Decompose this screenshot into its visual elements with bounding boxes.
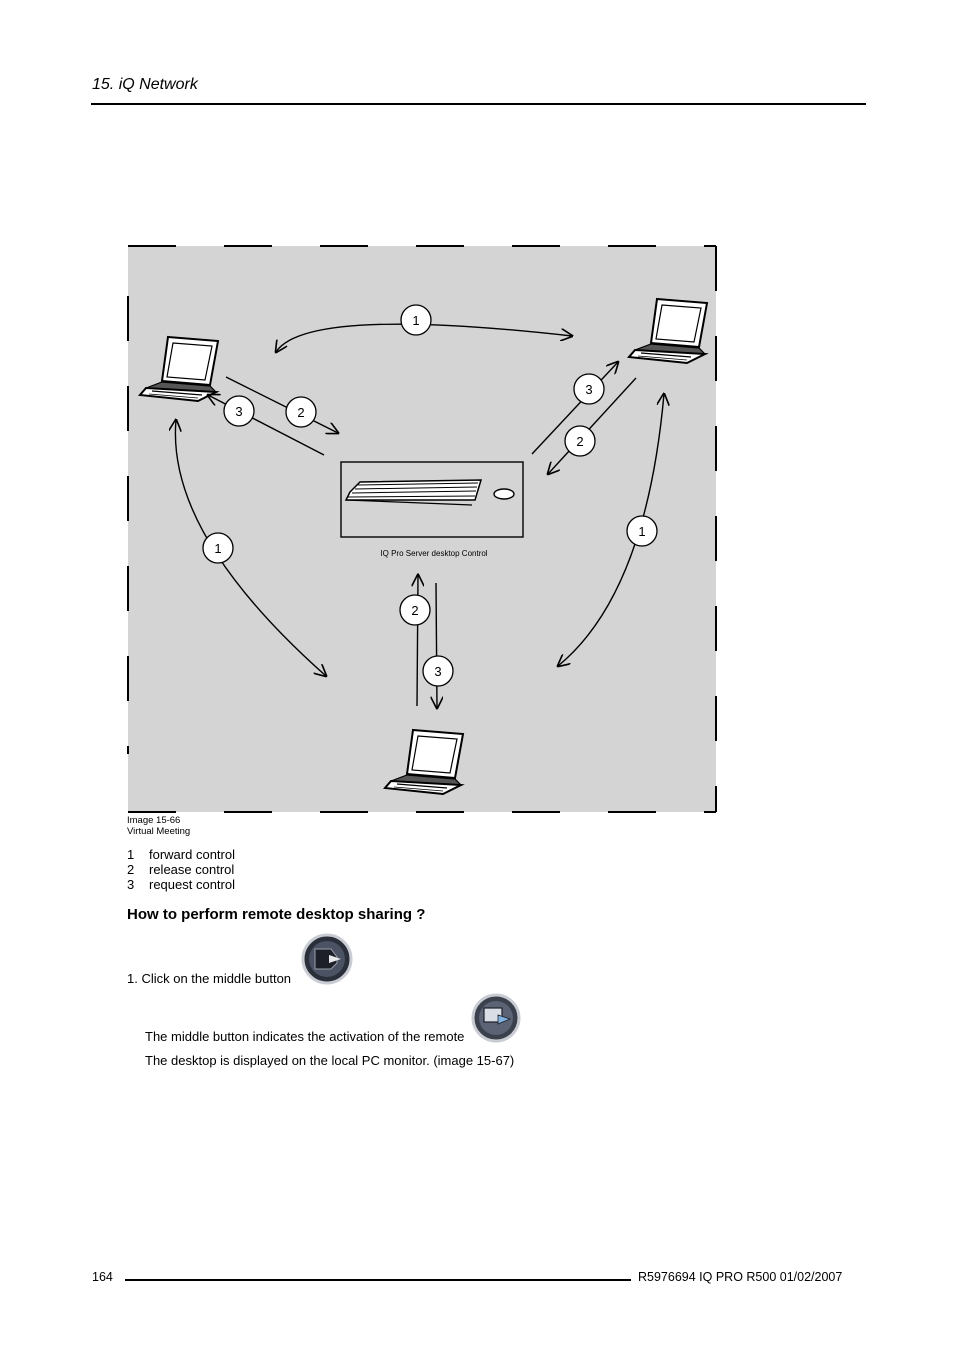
note-desktop-displayed: The desktop is displayed on the local PC… xyxy=(145,1053,514,1068)
page-number: 164 xyxy=(92,1270,113,1284)
svg-text:1: 1 xyxy=(638,524,645,539)
svg-text:2: 2 xyxy=(297,405,304,420)
svg-text:3: 3 xyxy=(585,382,592,397)
header-divider xyxy=(91,103,866,105)
image-number: Image 15-66 xyxy=(127,815,180,826)
section-heading: How to perform remote desktop sharing ? xyxy=(127,906,425,923)
svg-text:1: 1 xyxy=(214,541,221,556)
middle-button-icon xyxy=(301,933,353,985)
svg-text:3: 3 xyxy=(235,404,242,419)
server-label: IQ Pro Server desktop Control xyxy=(380,549,487,558)
footer-divider xyxy=(125,1279,631,1281)
document-reference: R5976694 IQ PRO R500 01/02/2007 xyxy=(638,1270,842,1284)
step-1-text: 1. Click on the middle button xyxy=(127,971,291,986)
page-header-title: 15. iQ Network xyxy=(92,76,198,94)
mouse-icon xyxy=(494,489,514,499)
virtual-meeting-diagram: IQ Pro Server desktop Control 1 3 2 3 2 … xyxy=(126,244,720,816)
svg-text:3: 3 xyxy=(434,664,441,679)
svg-text:1: 1 xyxy=(412,313,419,328)
svg-text:2: 2 xyxy=(411,603,418,618)
image-title: Virtual Meeting xyxy=(127,826,190,837)
svg-text:2: 2 xyxy=(576,434,583,449)
note-activation: The middle button indicates the activati… xyxy=(145,1029,464,1044)
remote-active-icon xyxy=(471,993,521,1043)
